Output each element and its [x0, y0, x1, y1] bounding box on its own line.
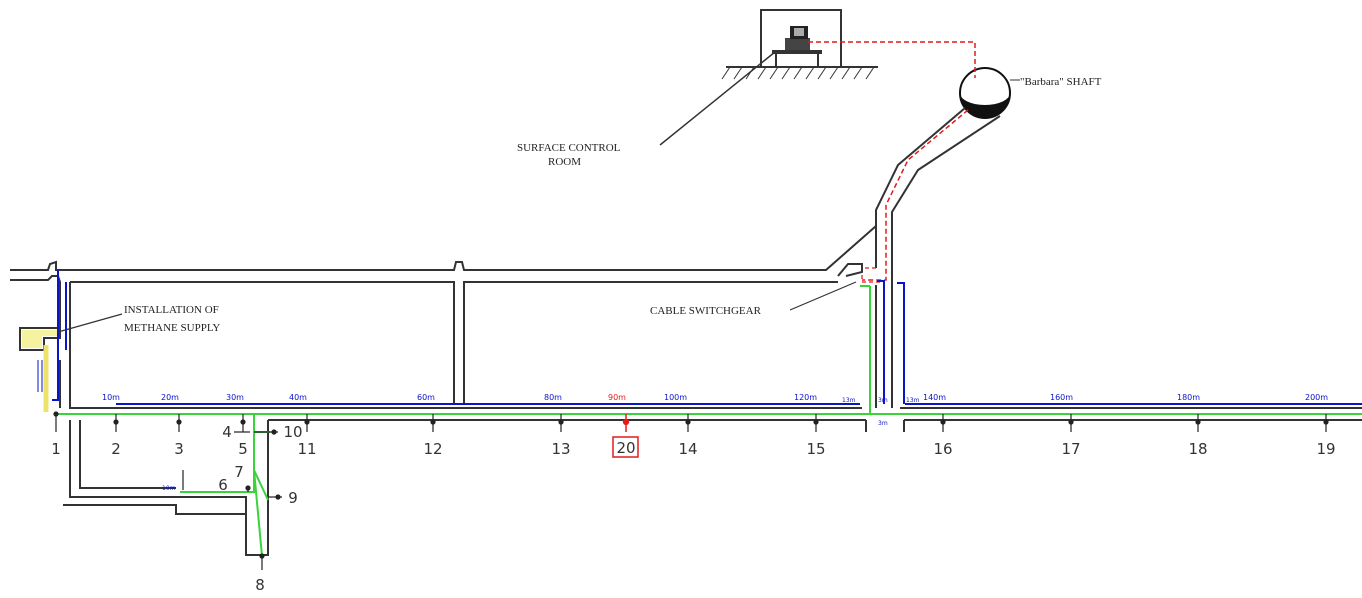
distance-label: 100m	[664, 393, 687, 402]
distance-label: 160m	[1050, 393, 1073, 402]
sensor-label-4: 4	[222, 423, 232, 441]
computer-icon	[772, 26, 822, 67]
sensor-label-1: 1	[51, 440, 61, 458]
sensor-label-13: 13	[551, 440, 570, 458]
distance-label: 10m	[162, 485, 176, 492]
sensor-label-19: 19	[1316, 440, 1335, 458]
sensor-label-7: 7	[234, 463, 244, 481]
sensor-label-11: 11	[297, 440, 316, 458]
label-methane-2: METHANE SUPPLY	[124, 322, 220, 334]
surface-control-room	[721, 9, 878, 80]
distance-label: 10m	[102, 393, 120, 402]
sensor-20-highlight-box	[612, 436, 639, 458]
distance-label: 20m	[161, 393, 179, 402]
distance-label: 13m	[906, 397, 920, 404]
distance-label: 140m	[923, 393, 946, 402]
sensor-pins	[53, 411, 1329, 570]
distance-label: 40m	[289, 393, 307, 402]
distance-label: 3m	[878, 397, 888, 404]
sensor-label-17: 17	[1061, 440, 1080, 458]
distance-label: 13m	[842, 397, 856, 404]
sensor-label-3: 3	[174, 440, 184, 458]
label-surface-control-room-1: SURFACE CONTROL	[517, 142, 621, 154]
sensor-label-16: 16	[933, 440, 952, 458]
distance-label: 80m	[544, 393, 562, 402]
sensor-label-12: 12	[423, 440, 442, 458]
gallery-walls	[10, 225, 1362, 556]
barbara-shaft	[875, 67, 1011, 285]
label-cable-switchgear: CABLE SWITCHGEAR	[650, 305, 762, 317]
sensor-label-6: 6	[218, 476, 228, 494]
distance-label: 60m	[417, 393, 435, 402]
sensor-label-20: 20	[616, 439, 635, 457]
sensor-label-10: 10	[283, 423, 302, 441]
label-shaft: "Barbara" SHAFT	[1020, 76, 1102, 88]
sensor-label-9: 9	[288, 489, 298, 507]
label-methane-1: INSTALLATION OF	[124, 304, 219, 316]
distance-label: 180m	[1177, 393, 1200, 402]
sensor-label-5: 5	[238, 440, 248, 458]
sensor-label-8: 8	[255, 576, 265, 594]
distance-label: 90m	[608, 393, 626, 402]
distance-label: 30m	[226, 393, 244, 402]
sensor-label-2: 2	[111, 440, 121, 458]
label-surface-control-room-2: ROOM	[548, 156, 581, 168]
distance-label: 120m	[794, 393, 817, 402]
sensor-label-14: 14	[678, 440, 697, 458]
sensor-label-15: 15	[806, 440, 825, 458]
sensor-label-18: 18	[1188, 440, 1207, 458]
distance-label: 200m	[1305, 393, 1328, 402]
distance-label: 3m	[878, 420, 888, 427]
blue-cable	[37, 270, 1362, 405]
